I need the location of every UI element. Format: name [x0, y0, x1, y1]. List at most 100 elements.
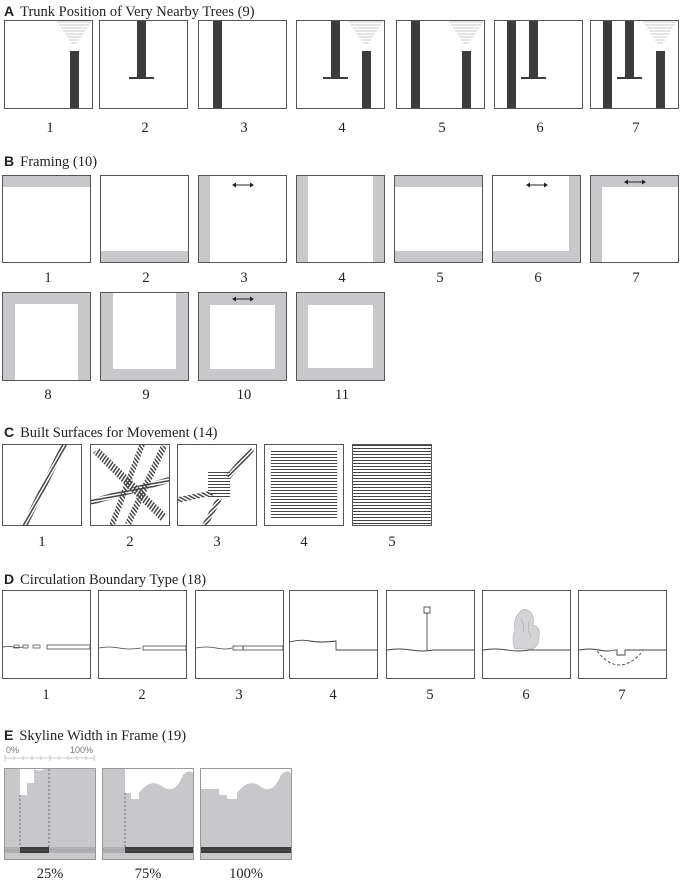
frame-right [78, 293, 90, 380]
label-c3: 3 [213, 534, 221, 550]
panel-b8 [2, 292, 91, 381]
frame-left [199, 176, 210, 262]
label-d2: 2 [138, 687, 146, 703]
label-b11: 11 [335, 387, 349, 403]
trunk-middle [137, 21, 146, 78]
trunk-left [411, 21, 420, 108]
skyline-100 [201, 769, 291, 859]
section-c-title: C Built Surfaces for Movement (14) [4, 424, 217, 441]
frame-left [3, 293, 15, 380]
boundary-curb [99, 645, 186, 651]
panel-c4 [264, 444, 344, 526]
frame-right [373, 293, 384, 380]
frame-bottom [199, 369, 286, 380]
frame-left [199, 293, 210, 380]
label-b2: 2 [142, 270, 150, 286]
frame-top [395, 176, 482, 187]
trunk-left [507, 21, 516, 108]
trunk-base [521, 77, 546, 79]
frame-right [275, 293, 286, 380]
panel-a1 [4, 20, 93, 109]
plaza-with-paths [178, 447, 254, 525]
frame-left [297, 293, 308, 380]
panel-b11 [296, 292, 385, 381]
label-d3: 3 [235, 687, 243, 703]
canopy-shade [349, 21, 383, 44]
panel-b1 [2, 175, 91, 263]
section-c-title-text: Built Surfaces for Movement (14) [20, 425, 218, 441]
frame-right [373, 176, 384, 262]
label-c4: 4 [300, 534, 308, 550]
panel-d7 [578, 590, 667, 679]
label-d4: 4 [329, 687, 337, 703]
section-d-letter: D [4, 571, 15, 587]
trunk-far-right [656, 51, 665, 108]
trunk-base [129, 77, 154, 79]
trunk-left [603, 21, 612, 108]
panel-d6 [482, 590, 571, 679]
frame-bottom [395, 251, 482, 262]
panel-a6 [494, 20, 583, 109]
panel-a4 [296, 20, 385, 109]
panel-d1 [2, 590, 91, 679]
label-a5: 5 [438, 120, 446, 136]
label-d5: 5 [426, 687, 434, 703]
panel-a7 [590, 20, 679, 109]
skyline-25 [5, 769, 95, 859]
trunk-base [617, 77, 642, 79]
label-a6: 6 [536, 120, 544, 136]
section-c-letter: C [4, 424, 15, 440]
boundary-swale [579, 648, 666, 666]
panel-b2 [100, 175, 189, 263]
panel-b10 [198, 292, 287, 381]
trunk-far-right [462, 51, 471, 108]
panel-c2 [90, 444, 170, 526]
label-a1: 1 [46, 120, 54, 136]
trunk-middle [331, 21, 340, 78]
panel-e3 [200, 768, 292, 860]
panel-a2 [99, 20, 188, 109]
label-b4: 4 [338, 270, 346, 286]
frame-bottom [101, 369, 188, 380]
scale-start-label: 0% [6, 745, 20, 755]
trunk-left [213, 21, 222, 108]
panel-c5 [352, 444, 432, 526]
label-d1: 1 [42, 687, 50, 703]
trunk-far-right [362, 51, 371, 108]
skyline-75 [103, 769, 193, 859]
frame-top [3, 176, 90, 187]
scale-end-label: 100% [70, 745, 94, 755]
trunk-far-right [70, 51, 79, 108]
panel-e1 [4, 768, 96, 860]
label-b3: 3 [240, 270, 248, 286]
frame-top [297, 293, 384, 305]
path-surface [22, 445, 67, 525]
trunk-base [323, 77, 348, 79]
panel-b3 [198, 175, 287, 263]
canopy-shade [449, 21, 483, 44]
boundary-lamp-post [387, 606, 474, 652]
panel-d5 [386, 590, 475, 679]
panel-c3 [177, 444, 257, 526]
label-b6: 6 [534, 270, 542, 286]
label-b1: 1 [44, 270, 52, 286]
label-d6: 6 [522, 687, 530, 703]
section-d-title-text: Circulation Boundary Type (18) [20, 572, 207, 588]
panel-d4 [289, 590, 378, 679]
label-a7: 7 [632, 120, 640, 136]
panel-b6 [492, 175, 581, 263]
label-c5: 5 [388, 534, 396, 550]
frame-left [101, 293, 113, 380]
frame-left [591, 176, 602, 262]
trunk-middle [625, 21, 634, 78]
paved-area-with-border [271, 451, 337, 519]
panel-b5 [394, 175, 483, 263]
frame-bottom [493, 251, 580, 262]
label-e2: 75% [134, 866, 162, 882]
double-arrow-icon [232, 296, 254, 302]
label-a2: 2 [141, 120, 149, 136]
full-paved-area [353, 445, 431, 525]
section-a-title-text: Trunk Position of Very Nearby Trees (9) [20, 4, 255, 20]
panel-a5 [396, 20, 485, 109]
